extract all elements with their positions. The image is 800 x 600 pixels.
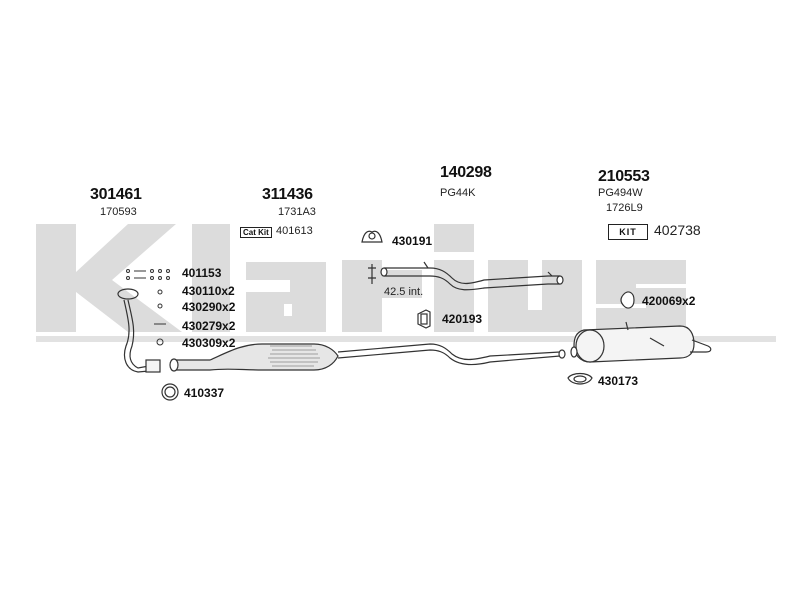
intermediate-pipe bbox=[384, 267, 560, 285]
part-430309: 430309x2 bbox=[182, 336, 236, 350]
catalytic-converter bbox=[171, 343, 339, 371]
centre-pipe bbox=[337, 343, 561, 361]
cat-kit-number: 401613 bbox=[276, 225, 313, 237]
downpipe-flange bbox=[117, 288, 139, 300]
gasket-410337 bbox=[161, 383, 179, 401]
group-number-301461: 301461 bbox=[90, 186, 142, 203]
kit-label: KIT bbox=[608, 224, 648, 240]
part-430279: 430279x2 bbox=[182, 319, 236, 333]
part-420069: 420069x2 bbox=[642, 294, 696, 308]
klarius-watermark-logo bbox=[36, 224, 776, 342]
group-code-1726l9: 1726L9 bbox=[606, 202, 643, 214]
group-number-140298: 140298 bbox=[440, 164, 492, 181]
part-430173: 430173 bbox=[598, 374, 639, 388]
group-code-pg494w: PG494W bbox=[598, 187, 643, 199]
group-number-210553: 210553 bbox=[598, 168, 650, 185]
part-401153: 401153 bbox=[182, 266, 222, 280]
downpipe-joint bbox=[145, 359, 161, 373]
part-430290: 430290x2 bbox=[182, 300, 236, 314]
rubber-mount-420193 bbox=[417, 309, 431, 329]
group-code-1731a3: 1731A3 bbox=[278, 206, 316, 218]
group-number-311436: 311436 bbox=[262, 186, 313, 203]
part-420193: 420193 bbox=[442, 312, 483, 326]
part-430191: 430191 bbox=[392, 234, 433, 248]
gasket-430173 bbox=[567, 372, 593, 385]
part-410337: 410337 bbox=[184, 386, 225, 400]
rubber-ring-420069 bbox=[620, 291, 635, 309]
rear-silencer bbox=[573, 325, 695, 363]
front-downpipe bbox=[127, 299, 161, 369]
rubber-mount-430191 bbox=[361, 230, 383, 243]
group-code-pg44k: PG4⁤4K bbox=[440, 187, 476, 199]
bolts-icons bbox=[126, 269, 170, 346]
group-code-170593: 170593 bbox=[100, 206, 137, 218]
kit-number: 402738 bbox=[654, 222, 701, 238]
part-430110: 430110x2 bbox=[182, 284, 235, 298]
length-annotation: 42.5 int. bbox=[384, 286, 424, 298]
cat-kit-label: Cat Kit bbox=[240, 227, 272, 238]
